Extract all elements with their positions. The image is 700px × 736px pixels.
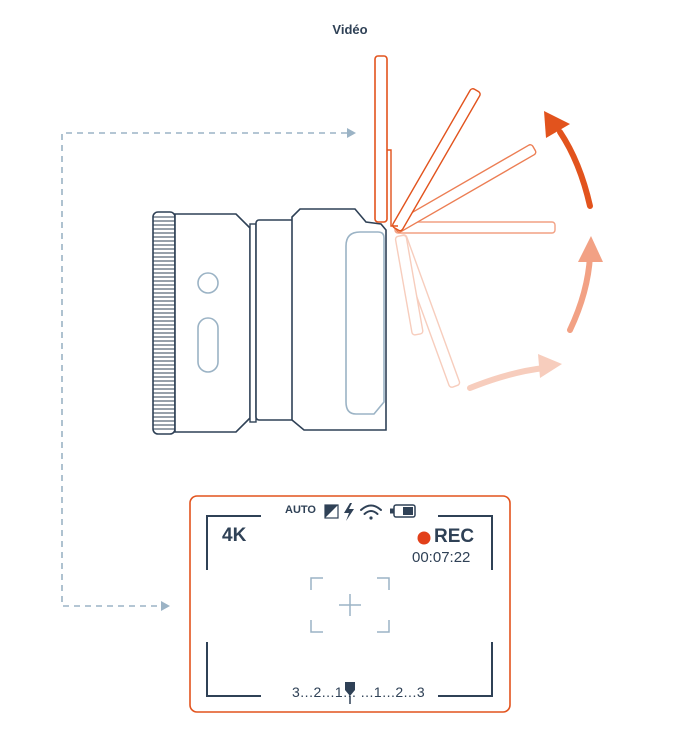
rec-timer: 00:07:22 <box>412 549 471 566</box>
arrowhead-low <box>538 354 562 378</box>
video-title: Vidéo <box>332 22 368 37</box>
exposure-scale: 3...2...1... ...1...2...3 <box>292 684 426 700</box>
rotation-arrow-top <box>557 129 593 209</box>
lens-button-oval <box>197 317 219 373</box>
camera-grip <box>345 231 385 415</box>
wifi-icon <box>360 504 382 520</box>
flip-screen-positions <box>374 55 556 388</box>
flash-icon <box>344 503 354 521</box>
rotation-arrows <box>467 111 603 391</box>
screen-corner-brackets <box>206 515 493 697</box>
screen-hinge <box>387 149 398 227</box>
rec-label: REC <box>434 526 475 547</box>
lens-knurled-ring <box>152 211 176 435</box>
focus-cross-icon <box>339 594 361 616</box>
body-ring <box>255 219 295 421</box>
screen-pos-video <box>374 55 388 223</box>
resolution-label: 4K <box>222 525 247 546</box>
dashed-connector <box>61 132 350 607</box>
scale-pointer <box>345 682 355 704</box>
rotation-arrow-mid <box>567 253 593 333</box>
rotation-arrow-low <box>467 365 547 391</box>
screen-pos-horizontal <box>394 221 556 234</box>
rec-dot <box>417 531 431 545</box>
arrowhead-top <box>544 111 570 138</box>
connector-arrow-bottom <box>161 601 170 611</box>
battery-icon <box>390 504 416 518</box>
exposure-icon <box>324 504 339 519</box>
arrowhead-mid <box>578 236 603 262</box>
mode-auto-label: AUTO <box>285 504 316 516</box>
screen-pos-30deg <box>392 88 481 232</box>
focus-frame <box>310 577 390 633</box>
lens-button-round <box>197 272 219 294</box>
lens-mount <box>249 223 257 423</box>
screen-pos-down1 <box>394 234 424 336</box>
connector-arrow-top <box>347 128 356 138</box>
